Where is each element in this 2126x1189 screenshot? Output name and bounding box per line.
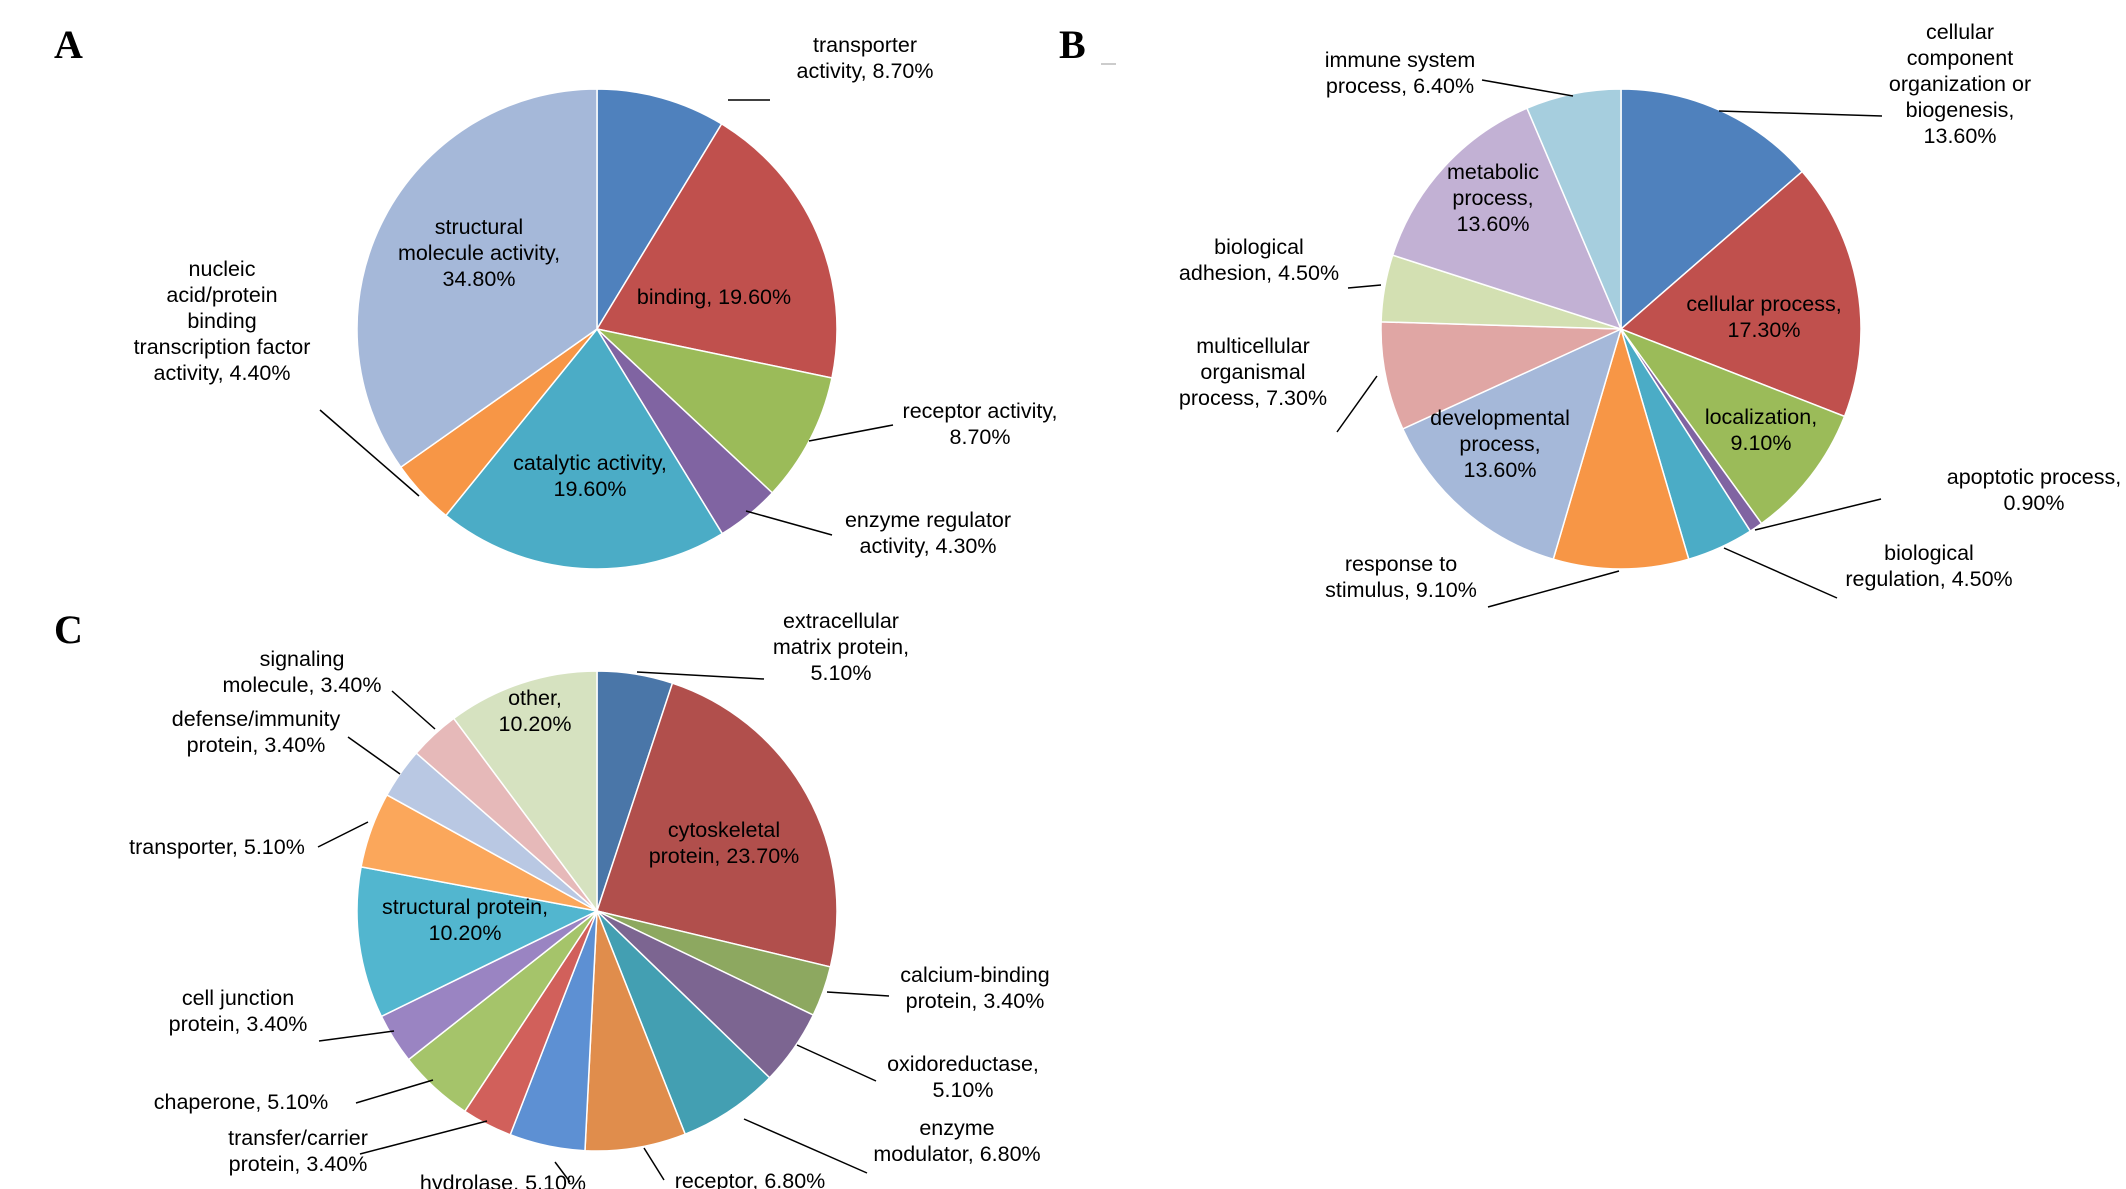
- pie-c-slice-1: [596, 682, 838, 968]
- pie-a-slice-0: [596, 88, 723, 332]
- pie-c-leader-7: [359, 1120, 488, 1155]
- pie-b-leader-3: [1754, 498, 1882, 531]
- pie-c-leader-5: [643, 1147, 665, 1181]
- panel-letter-c: C: [54, 607, 83, 652]
- pie-c-leader-4: [743, 1118, 868, 1174]
- pie-b-leader-7: [1336, 375, 1378, 433]
- pie-c-leader-11: [317, 821, 369, 848]
- pie-c-leader-6: [554, 1161, 571, 1183]
- pie-c-leader-13: [391, 690, 436, 730]
- pie-c-leader-8: [355, 1079, 434, 1104]
- pie-b-slice-10: [1525, 88, 1622, 330]
- pie-a-leader-5: [319, 409, 420, 497]
- pie-b-leader-4: [1723, 547, 1838, 599]
- pie-b-label-2: localization,9.10%: [1705, 405, 1817, 455]
- pie-c-label-3: oxidoreductase,5.10%: [887, 1052, 1039, 1102]
- pie-a-label-4: catalytic activity,19.60%: [513, 451, 667, 501]
- pie-c-label-8: chaperone, 5.10%: [154, 1090, 329, 1114]
- pie-b-slice-6: [1401, 327, 1623, 561]
- panel-letter-a: A: [54, 22, 83, 67]
- pie-b-slice-2: [1618, 327, 1846, 525]
- pie-b-label-3: apoptotic process,0.90%: [1947, 465, 2122, 515]
- pie-b-slice-5: [1552, 326, 1690, 570]
- pie-b-label-1: cellular process,17.30%: [1686, 292, 1841, 342]
- pie-c-slice-10: [356, 865, 600, 1018]
- pie-a-label-2: receptor activity,8.70%: [903, 399, 1058, 449]
- pie-b-leader-5: [1487, 570, 1620, 608]
- pie-a-slice-6: [356, 88, 598, 469]
- pie-a-leader-3: [745, 510, 833, 536]
- pie-a-slice-4: [444, 327, 724, 570]
- pie-a-slice-1: [595, 122, 838, 379]
- pie-c-label-11: transporter, 5.10%: [129, 835, 305, 859]
- pie-c-label-10: structural protein,10.20%: [382, 895, 548, 945]
- pie-c-label-6: hydrolase, 5.10%: [420, 1171, 586, 1189]
- pie-c-leader-9: [318, 1030, 395, 1042]
- pie-c-leader-0: [636, 671, 765, 680]
- pie-b-leader-10: [1481, 79, 1574, 97]
- pie-c-leader-2: [826, 991, 890, 997]
- panel-letter-b: B: [1059, 22, 1086, 67]
- pie-c-leader-12: [347, 736, 401, 775]
- pie-c-label-5: receptor, 6.80%: [675, 1169, 826, 1189]
- pie-b-slice-9: [1391, 107, 1623, 331]
- pie-c-leader-3: [796, 1044, 877, 1082]
- pie-c-slice-14: [452, 670, 598, 914]
- pie-b-slice-1: [1619, 170, 1862, 418]
- pie-b-leader-0: [1718, 110, 1883, 117]
- pie-c-label-14: other,10.20%: [499, 686, 572, 736]
- pie-a-leader-2: [808, 424, 894, 442]
- pie-a-label-1: binding, 19.60%: [637, 285, 791, 309]
- pie-b-slice-7: [1380, 321, 1622, 430]
- pie-b-leader-8: [1347, 284, 1382, 289]
- pie-a-slice-2: [594, 327, 833, 494]
